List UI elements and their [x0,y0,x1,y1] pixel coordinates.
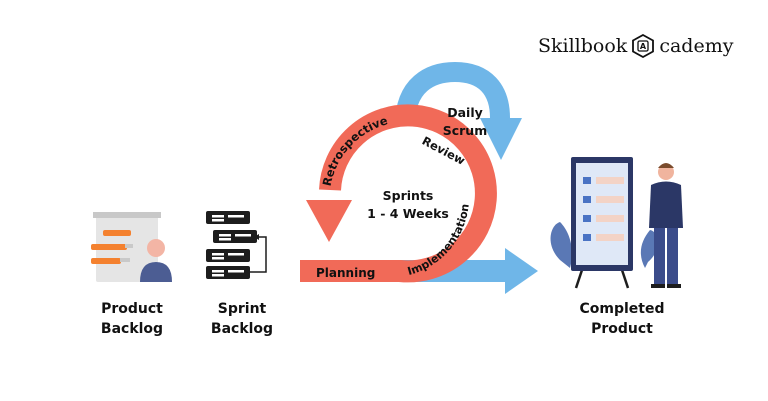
daily-scrum-line1: Daily [447,105,483,120]
brand-mark-letter: A [640,42,647,51]
product-backlog-icon [91,212,172,282]
product-backlog-caption: Product Backlog [92,299,172,339]
completed-product-line1: Completed [579,301,665,317]
sprint-cycle [300,104,497,283]
sprint-backlog-line2: Backlog [210,321,274,337]
brand-name-right: cademy [659,35,734,57]
stage-planning: Planning [316,266,375,280]
sprint-backlog-caption: Sprint Backlog [202,299,282,339]
sprints-line2: 1 - 4 Weeks [367,206,449,221]
sprints-label: Sprints 1 - 4 Weeks [358,187,458,223]
sprints-line1: Sprints [382,188,434,203]
product-backlog-line1: Product [101,301,163,317]
daily-scrum-line2: Scrum [442,123,488,138]
daily-scrum-arrow [395,61,522,160]
brand-name-left: Skillbook [538,35,628,57]
brand-logo: Skillbook A cademy [538,34,733,58]
product-backlog-line2: Backlog [100,321,164,337]
brand-mark-icon: A [632,34,655,58]
sprint-backlog-line1: Sprint [217,301,267,317]
completed-product-line2: Product [591,321,653,337]
completed-product-caption: Completed Product [572,299,672,339]
sprint-backlog-icon [206,211,267,279]
completed-product-icon [550,157,683,289]
daily-scrum-label: Daily Scrum [440,104,490,140]
